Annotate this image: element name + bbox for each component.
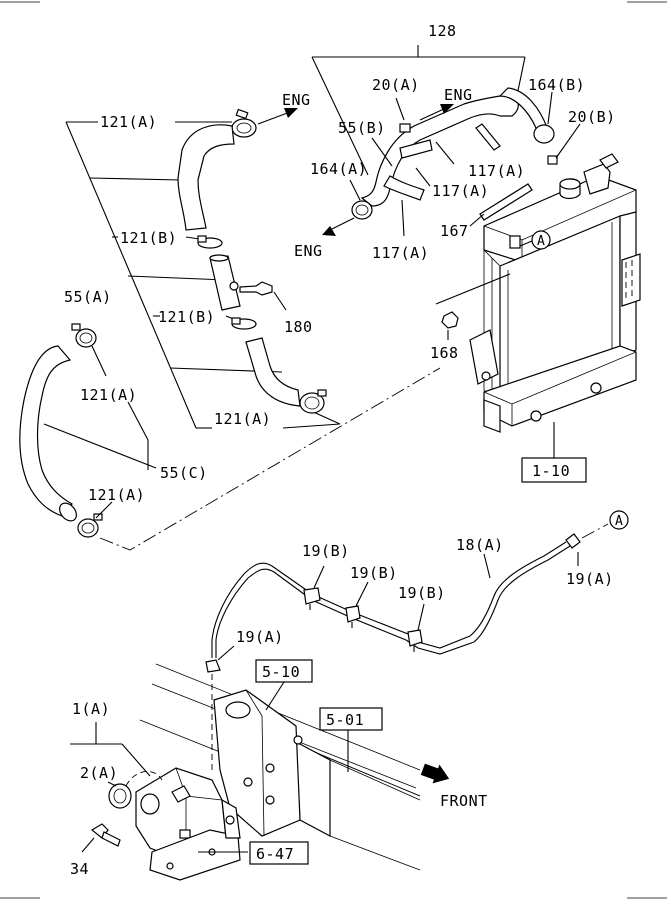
ref-box-5-01 <box>319 707 383 731</box>
clip-19b-1 <box>303 565 325 610</box>
clip-19b-3 <box>407 603 425 652</box>
ref-5-01-label: 5-01 <box>326 711 364 729</box>
marker-a-lower <box>609 510 629 530</box>
leader-2a <box>107 781 117 787</box>
leader-164b <box>547 91 553 125</box>
eng-arrow-2 <box>419 104 454 121</box>
marker-a-radiator <box>531 230 551 250</box>
hose-55b-assembly <box>351 87 555 220</box>
radiator <box>469 153 641 433</box>
eng-label-3: ENG <box>294 242 323 260</box>
callout-19a-left: 19(A) <box>236 628 284 646</box>
hose-upper <box>177 124 235 231</box>
leader-55b <box>371 137 393 167</box>
clamp-121b-lower <box>231 317 257 330</box>
front-label: FRONT <box>440 792 488 810</box>
hose-55c <box>19 323 103 538</box>
callout-55a: 55(A) <box>64 288 112 306</box>
callout-121b-upper: 121(B) <box>120 229 177 247</box>
ref-box-1-10 <box>521 457 587 483</box>
bracket-5-10 <box>213 689 303 837</box>
clamp-19a-right <box>565 533 581 566</box>
hose-167 <box>469 183 533 227</box>
front-arrow-icon <box>420 763 450 784</box>
callout-19b-1: 19(B) <box>302 542 350 560</box>
callout-180: 180 <box>284 318 313 336</box>
callout-34: 34 <box>70 860 89 878</box>
callout-20b: 20(B) <box>568 108 616 126</box>
callout-55c: 55(C) <box>160 464 208 482</box>
reserve-tank <box>108 767 241 881</box>
connector-pipe <box>209 254 273 311</box>
callout-128: 128 <box>428 22 457 40</box>
ref-1-10-label: 1-10 <box>532 462 570 480</box>
ref-box-6-47 <box>249 841 309 865</box>
eng-label-2: ENG <box>444 86 473 104</box>
hose-lower <box>245 337 327 414</box>
callout-164a: 164(A) <box>310 160 367 178</box>
leader-ref-510 <box>265 681 285 711</box>
callout-19a-right: 19(A) <box>566 570 614 588</box>
leader-bracket-left <box>65 121 341 429</box>
ref-6-47-label: 6-47 <box>256 845 294 863</box>
eng-label-1: ENG <box>282 91 311 109</box>
nut-168 <box>435 273 511 340</box>
callout-121b-lower: 121(B) <box>158 308 215 326</box>
callout-167: 167 <box>440 222 469 240</box>
flow-line-marker <box>581 523 609 539</box>
callout-117a-1: 117(A) <box>468 162 525 180</box>
leader-55c <box>43 345 157 519</box>
leader-117a <box>401 141 455 237</box>
leader-18a <box>483 553 491 579</box>
leader-164a <box>349 179 361 201</box>
callout-1a: 1(A) <box>72 700 110 718</box>
bolt-20b <box>547 123 581 165</box>
callout-117a-2: 117(A) <box>432 182 489 200</box>
callout-164b: 164(B) <box>528 76 585 94</box>
leader-128 <box>311 45 526 176</box>
callout-18a: 18(A) <box>456 536 504 554</box>
callout-121a-bottom: 121(A) <box>214 410 271 428</box>
marker-a-lower-label: A <box>615 514 623 529</box>
callout-121a-low: 121(A) <box>88 486 145 504</box>
marker-a-radiator-label: A <box>537 234 545 249</box>
clamp-121b-upper <box>197 235 223 249</box>
callout-20a: 20(A) <box>372 76 420 94</box>
callout-168: 168 <box>430 344 459 362</box>
callout-19b-3: 19(B) <box>398 584 446 602</box>
frame-rail <box>139 663 421 871</box>
ref-box-5-10 <box>255 659 313 683</box>
callout-121a-top: 121(A) <box>100 113 157 131</box>
callout-121a-left: 121(A) <box>80 386 137 404</box>
eng-arrow-3 <box>322 217 355 236</box>
callout-55b: 55(B) <box>338 119 386 137</box>
eng-arrow-1 <box>257 108 298 125</box>
clip-19b-2 <box>345 581 369 628</box>
callout-19b-2: 19(B) <box>350 564 398 582</box>
ref-5-10-label: 5-10 <box>262 663 300 681</box>
leader-1a <box>70 722 151 777</box>
flow-line-lower <box>99 367 441 551</box>
callout-117a-3: 117(A) <box>372 244 429 262</box>
clamp-19a-left <box>205 645 235 673</box>
bolt-34 <box>81 823 121 853</box>
callout-2a: 2(A) <box>80 764 118 782</box>
bolt-20a <box>395 97 411 133</box>
clamp-top <box>231 108 257 138</box>
